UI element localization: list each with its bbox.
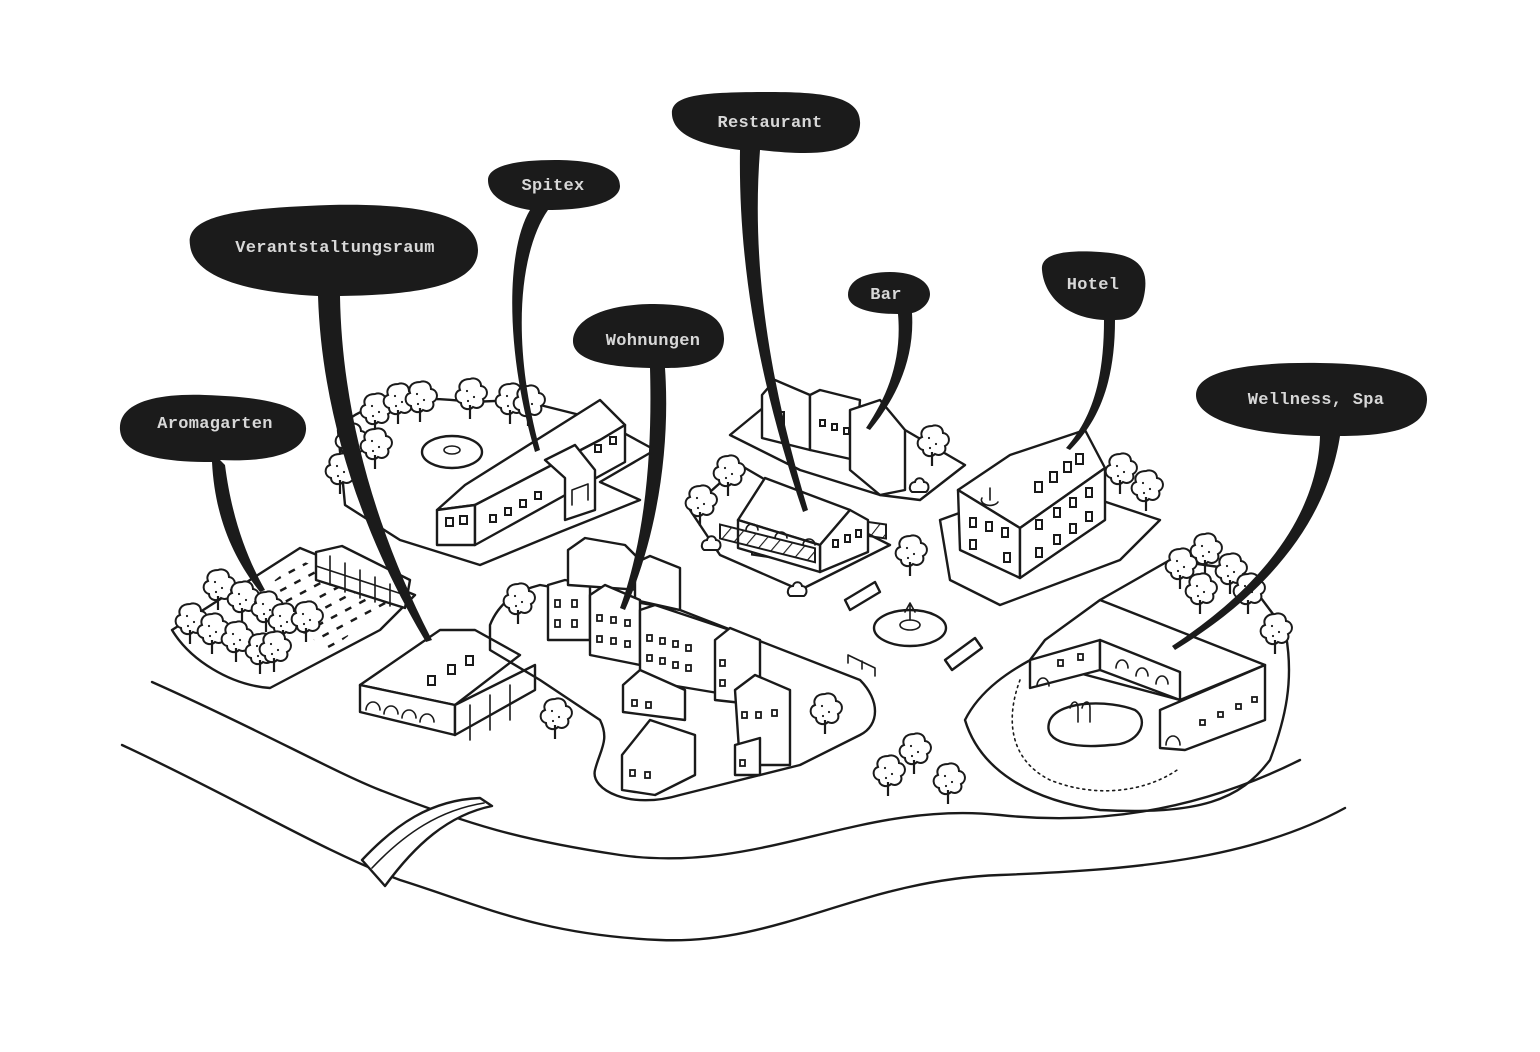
label-verantstaltungsraum: Verantstaltungsraum	[235, 239, 435, 258]
label-aromagarten: Aromagarten	[157, 415, 273, 434]
aromagarten-plot	[170, 544, 417, 690]
park-fountain	[420, 434, 484, 470]
label-wellness-spa: Wellness, Spa	[1248, 391, 1385, 410]
label-hotel: Hotel	[1067, 276, 1120, 295]
bench	[847, 654, 876, 677]
label-wohnungen: Wohnungen	[606, 332, 701, 351]
marker-spitex[interactable]: Spitex	[488, 160, 620, 452]
planter	[943, 636, 984, 672]
label-restaurant: Restaurant	[717, 114, 822, 133]
spitex-building	[435, 398, 627, 547]
verantstaltungsraum-building	[358, 628, 537, 741]
bridge	[360, 796, 494, 888]
marker-bar[interactable]: Bar	[848, 272, 930, 430]
planter	[843, 580, 882, 612]
marker-hotel[interactable]: Hotel	[1041, 251, 1146, 450]
marker-wohnungen[interactable]: Wohnungen	[572, 304, 725, 610]
spitex-park	[324, 377, 657, 567]
fountain-square	[843, 534, 984, 806]
marker-verantstaltungsraum[interactable]: Verantstaltungsraum	[189, 204, 478, 642]
label-bar: Bar	[870, 286, 902, 305]
marker-aromagarten[interactable]: Aromagarten	[119, 394, 307, 592]
marker-wellness-spa[interactable]: Wellness, Spa	[1172, 362, 1428, 650]
marker-restaurant[interactable]: Restaurant	[671, 92, 861, 512]
restaurant-building	[684, 454, 892, 597]
hotel-building	[938, 428, 1165, 607]
river	[120, 680, 1347, 942]
wellness-spa-area	[963, 532, 1294, 813]
wohnungen-area	[488, 536, 877, 802]
pool	[1047, 702, 1144, 748]
label-spitex: Spitex	[521, 177, 584, 196]
